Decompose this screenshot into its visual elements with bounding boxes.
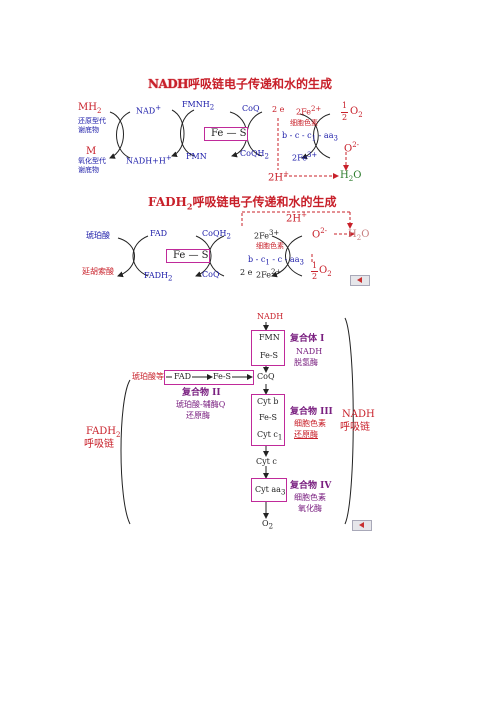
back-button-1[interactable]	[350, 275, 370, 286]
o2-label-1: O2	[350, 106, 363, 119]
complex3-label: 复合物 III	[290, 407, 333, 417]
coq-label-3: CoQ	[257, 372, 275, 381]
fumarate-label: 延胡索酸	[82, 267, 114, 276]
section1-title: NADH呼吸链电子传递和水的生成	[148, 77, 333, 91]
back-button-2[interactable]	[352, 520, 372, 531]
fadh2-brace	[120, 379, 131, 525]
curve-mh2-m	[109, 111, 124, 159]
complex3-desc-2: 还原酶	[294, 430, 318, 439]
fe-s-label-1: Fe — S	[211, 128, 247, 139]
fadh2-label-2: FADH2	[144, 271, 173, 283]
complex4-box: Cyt aa3	[251, 478, 287, 502]
back-arrow-icon	[359, 522, 364, 528]
succinate-etc-label: 琥珀酸等	[132, 372, 164, 381]
two-h-label-2: 2H+	[286, 211, 307, 225]
fe-s-box-2: Fe — S	[166, 249, 210, 263]
complex4-label: 复合物 IV	[290, 481, 332, 491]
fes-label-3b: Fe-S	[213, 372, 232, 381]
back-arrow-icon	[357, 277, 362, 283]
coq-label-2: CoQ	[202, 270, 220, 279]
coqh2-label-2: CoQH2	[202, 229, 231, 241]
h2o-label-1: H2O	[340, 170, 362, 183]
cytaa3-label: Cyt aa3	[255, 485, 286, 497]
half-num-2: 1	[312, 261, 318, 270]
nadh-h-label: NADH+H+	[126, 154, 172, 166]
complex4-desc-2: 氧化酶	[298, 504, 322, 513]
two-fe2-label-2: 2Fe2+	[256, 268, 282, 280]
fes-label-3a: Fe-S	[260, 351, 279, 360]
fad-label-3: FAD	[174, 372, 192, 381]
fmn-label-3: FMN	[259, 333, 280, 342]
oxidized-substrate-label-2: 谢底物	[78, 166, 99, 174]
oxidized-substrate-label: 氧化型代	[78, 157, 106, 165]
fmn-label: FMN	[186, 152, 207, 161]
complex4-desc-1: 细胞色素	[294, 493, 326, 502]
cytochrome-label-2: 细胞色素	[256, 242, 284, 250]
two-e-label-2: 2 e	[240, 268, 253, 277]
m-label: M	[86, 146, 97, 157]
mh2-label: MH2	[78, 102, 102, 115]
fe-s-box-1: Fe — S	[204, 127, 248, 141]
cyt-chain-label-2: b - c1 - c - aa3	[248, 255, 304, 267]
cyt-chain-label-1: b - c - c1 - aa3	[282, 131, 338, 143]
nadh-chain-label-2: 呼吸链	[340, 422, 370, 433]
cytc-label: Cyt c	[256, 457, 277, 466]
complex3-box: Cyt b Fe-S Cyt c1	[251, 394, 285, 446]
section2-title: FADH2呼吸链电子传递和水的生成	[148, 195, 337, 212]
complex1-desc-2: 脱氢酶	[294, 358, 318, 367]
complex3-desc-1: 细胞色素	[294, 419, 326, 428]
half-den-2: 2	[312, 272, 318, 281]
h2o-label-2: H2O	[348, 229, 370, 242]
nadh-top-label: NADH	[257, 312, 284, 321]
complex2-desc-1: 琥珀酸-辅酶Q	[176, 400, 226, 409]
reduced-substrate-label: 还原型代	[78, 117, 106, 125]
complex1-label: 复合体 I	[290, 334, 325, 344]
nadh-brace	[344, 317, 354, 525]
fe-s-label-2: Fe — S	[173, 250, 209, 261]
o2-label-3: O2	[262, 519, 274, 531]
complex2-desc-2: 还原酶	[186, 411, 210, 420]
o2minus-label-1: O2-	[344, 141, 360, 155]
complex2-box	[164, 370, 254, 385]
half-num-1: 1	[342, 101, 348, 110]
two-fe3-label-1: 2Fe3+	[292, 151, 318, 163]
fraction-bar-1	[341, 112, 348, 113]
two-fe2-label-1: 2Fe2+	[296, 105, 322, 117]
coq-label-1: CoQ	[242, 104, 260, 113]
cytb-label: Cyt b	[257, 397, 279, 406]
two-h-label-1: 2H+	[268, 170, 289, 184]
complex1-desc-1: NADH	[296, 347, 323, 356]
fadh2-chain-label-1: FADH2	[86, 426, 121, 439]
fes-label-3c: Fe-S	[259, 413, 278, 422]
coqh2-label-1: CoQH2	[240, 149, 269, 161]
nadh-chain-label-1: NADH	[342, 409, 375, 420]
fadh2-chain-label-2: 呼吸链	[84, 439, 114, 450]
fmnh2-label: FMNH2	[182, 100, 215, 112]
o2minus-label-2: O2-	[312, 227, 328, 241]
fad-label-2: FAD	[150, 229, 168, 238]
complex1-box: FMN Fe-S	[251, 330, 285, 366]
succinate-label: 琥珀酸	[86, 231, 110, 240]
reduced-substrate-label-2: 谢底物	[78, 126, 99, 134]
o2-label-2: O2	[319, 265, 332, 278]
complex2-label: 复合物 II	[182, 388, 221, 398]
cytc1-label: Cyt c1	[257, 430, 283, 442]
curve-nad-nadh	[116, 111, 131, 159]
two-e-label-1: 2 e	[272, 105, 285, 114]
cytochrome-label-1: 细胞色素	[290, 119, 318, 127]
two-fe3-label-2: 2Fe3+	[254, 229, 280, 241]
fraction-bar-2	[311, 271, 318, 272]
nad-plus-label: NAD+	[136, 104, 162, 116]
half-den-1: 2	[342, 113, 348, 122]
